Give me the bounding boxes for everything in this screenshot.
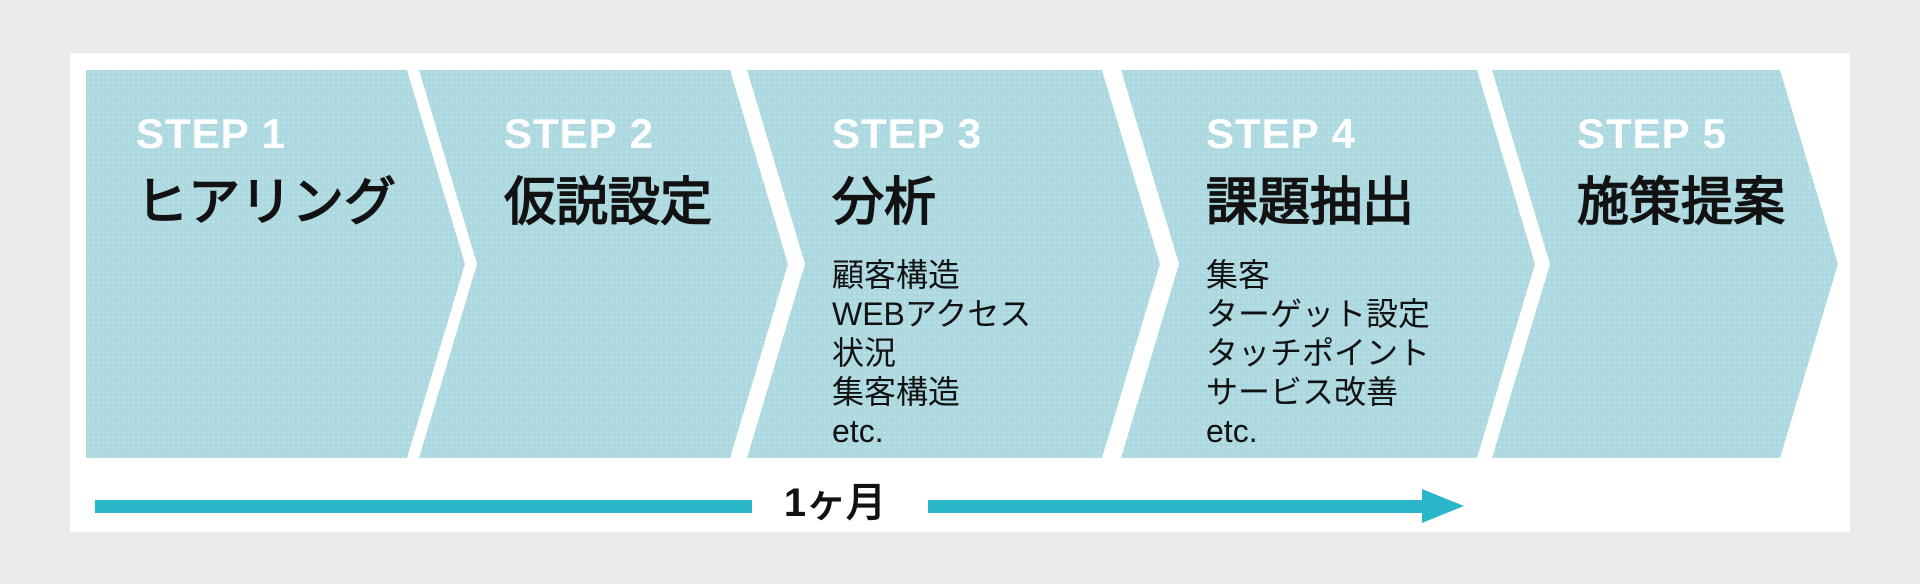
step-chevron-4: STEP 4 課題抽出 集客 ターゲット設定 タッチポイント サービス改善 et… (1121, 70, 1535, 458)
step-title: 課題抽出 (1206, 174, 1415, 232)
step-label: STEP 5 (1577, 110, 1727, 157)
step-chevron-3: STEP 3 分析 顧客構造 WEBアクセス 状況 集客構造 etc. (747, 70, 1160, 458)
step-title: 分析 (832, 174, 937, 232)
step-title: 施策提案 (1577, 174, 1786, 232)
step-details: 集客 ターゲット設定 タッチポイント サービス改善 etc. (1206, 257, 1431, 449)
step-details: 顧客構造 WEBアクセス 状況 集客構造 etc. (832, 257, 1032, 449)
step-chevron-5: STEP 5 施策提案 (1492, 70, 1838, 458)
duration-label: 1ヶ月 (783, 481, 887, 525)
step-title: ヒアリング (136, 174, 397, 232)
step-title: 仮説設定 (504, 174, 713, 232)
steps-strip: STEP 1 ヒアリング STEP 2 仮説設定 STEP 3 分析 顧客構造 … (70, 70, 1850, 458)
step-chevron-2: STEP 2 仮説設定 (419, 70, 788, 458)
step-label: STEP 2 (504, 110, 654, 157)
step-label: STEP 1 (136, 110, 286, 157)
step-label: STEP 4 (1206, 110, 1356, 157)
step-chevron-1: STEP 1 ヒアリング (86, 70, 465, 458)
timeline-line-right (928, 500, 1422, 513)
arrowhead-icon (1422, 489, 1464, 523)
step-label: STEP 3 (832, 110, 982, 157)
timeline: 1ヶ月 (70, 53, 1850, 532)
timeline-line-left (95, 500, 752, 513)
process-diagram-card: STEP 1 ヒアリング STEP 2 仮説設定 STEP 3 分析 顧客構造 … (70, 53, 1850, 532)
